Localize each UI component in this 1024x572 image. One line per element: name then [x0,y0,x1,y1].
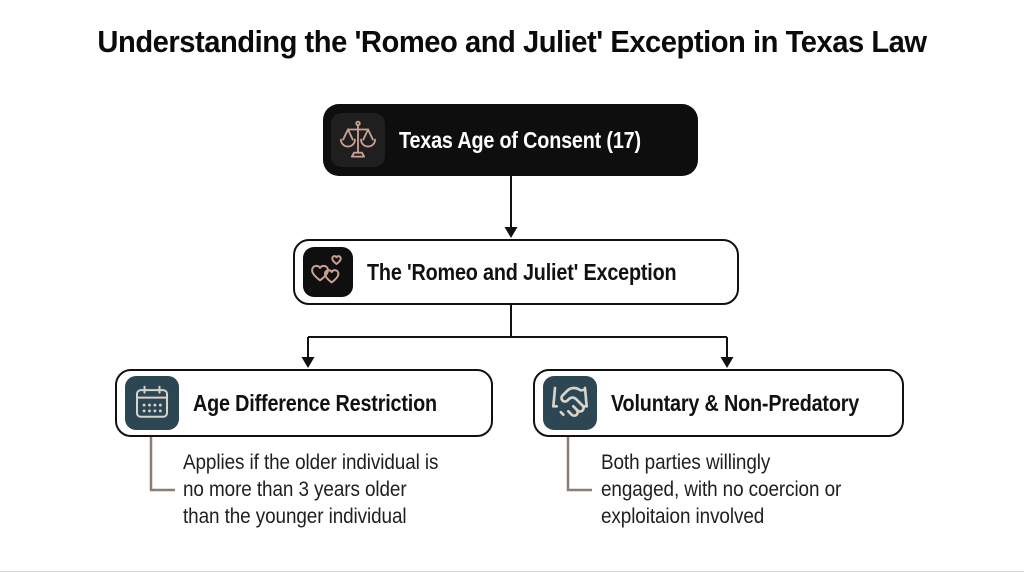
description-age-difference: Applies if the older individual is no mo… [183,451,439,528]
arrowhead-exception [504,227,518,238]
node-label-age-difference: Age Difference Restriction [193,389,437,416]
calendar-icon [125,376,179,430]
node-romeo-juliet-exception: The 'Romeo and Juliet' Exception [293,239,739,305]
arrowhead-right-branch [720,357,734,368]
hearts-icon [303,247,353,297]
node-texas-age-of-consent: Texas Age of Consent (17) [323,104,698,176]
node-label-exception: The 'Romeo and Juliet' Exception [367,258,677,285]
node-age-difference-restriction: Age Difference Restriction [115,369,493,437]
left-description-connector [149,437,175,492]
scales-of-justice-icon [331,113,385,167]
description-voluntary: Both parties willingly engaged, with no … [601,451,842,528]
node-label-age-of-consent: Texas Age of Consent (17) [399,126,641,153]
right-description-connector [566,437,592,492]
handshake-icon [543,376,597,430]
node-voluntary-non-predatory: Voluntary & Non-Predatory [533,369,904,437]
arrowhead-left-branch [301,357,315,368]
page-title: Understanding the 'Romeo and Juliet' Exc… [97,24,927,59]
node-label-voluntary: Voluntary & Non-Predatory [611,389,860,416]
